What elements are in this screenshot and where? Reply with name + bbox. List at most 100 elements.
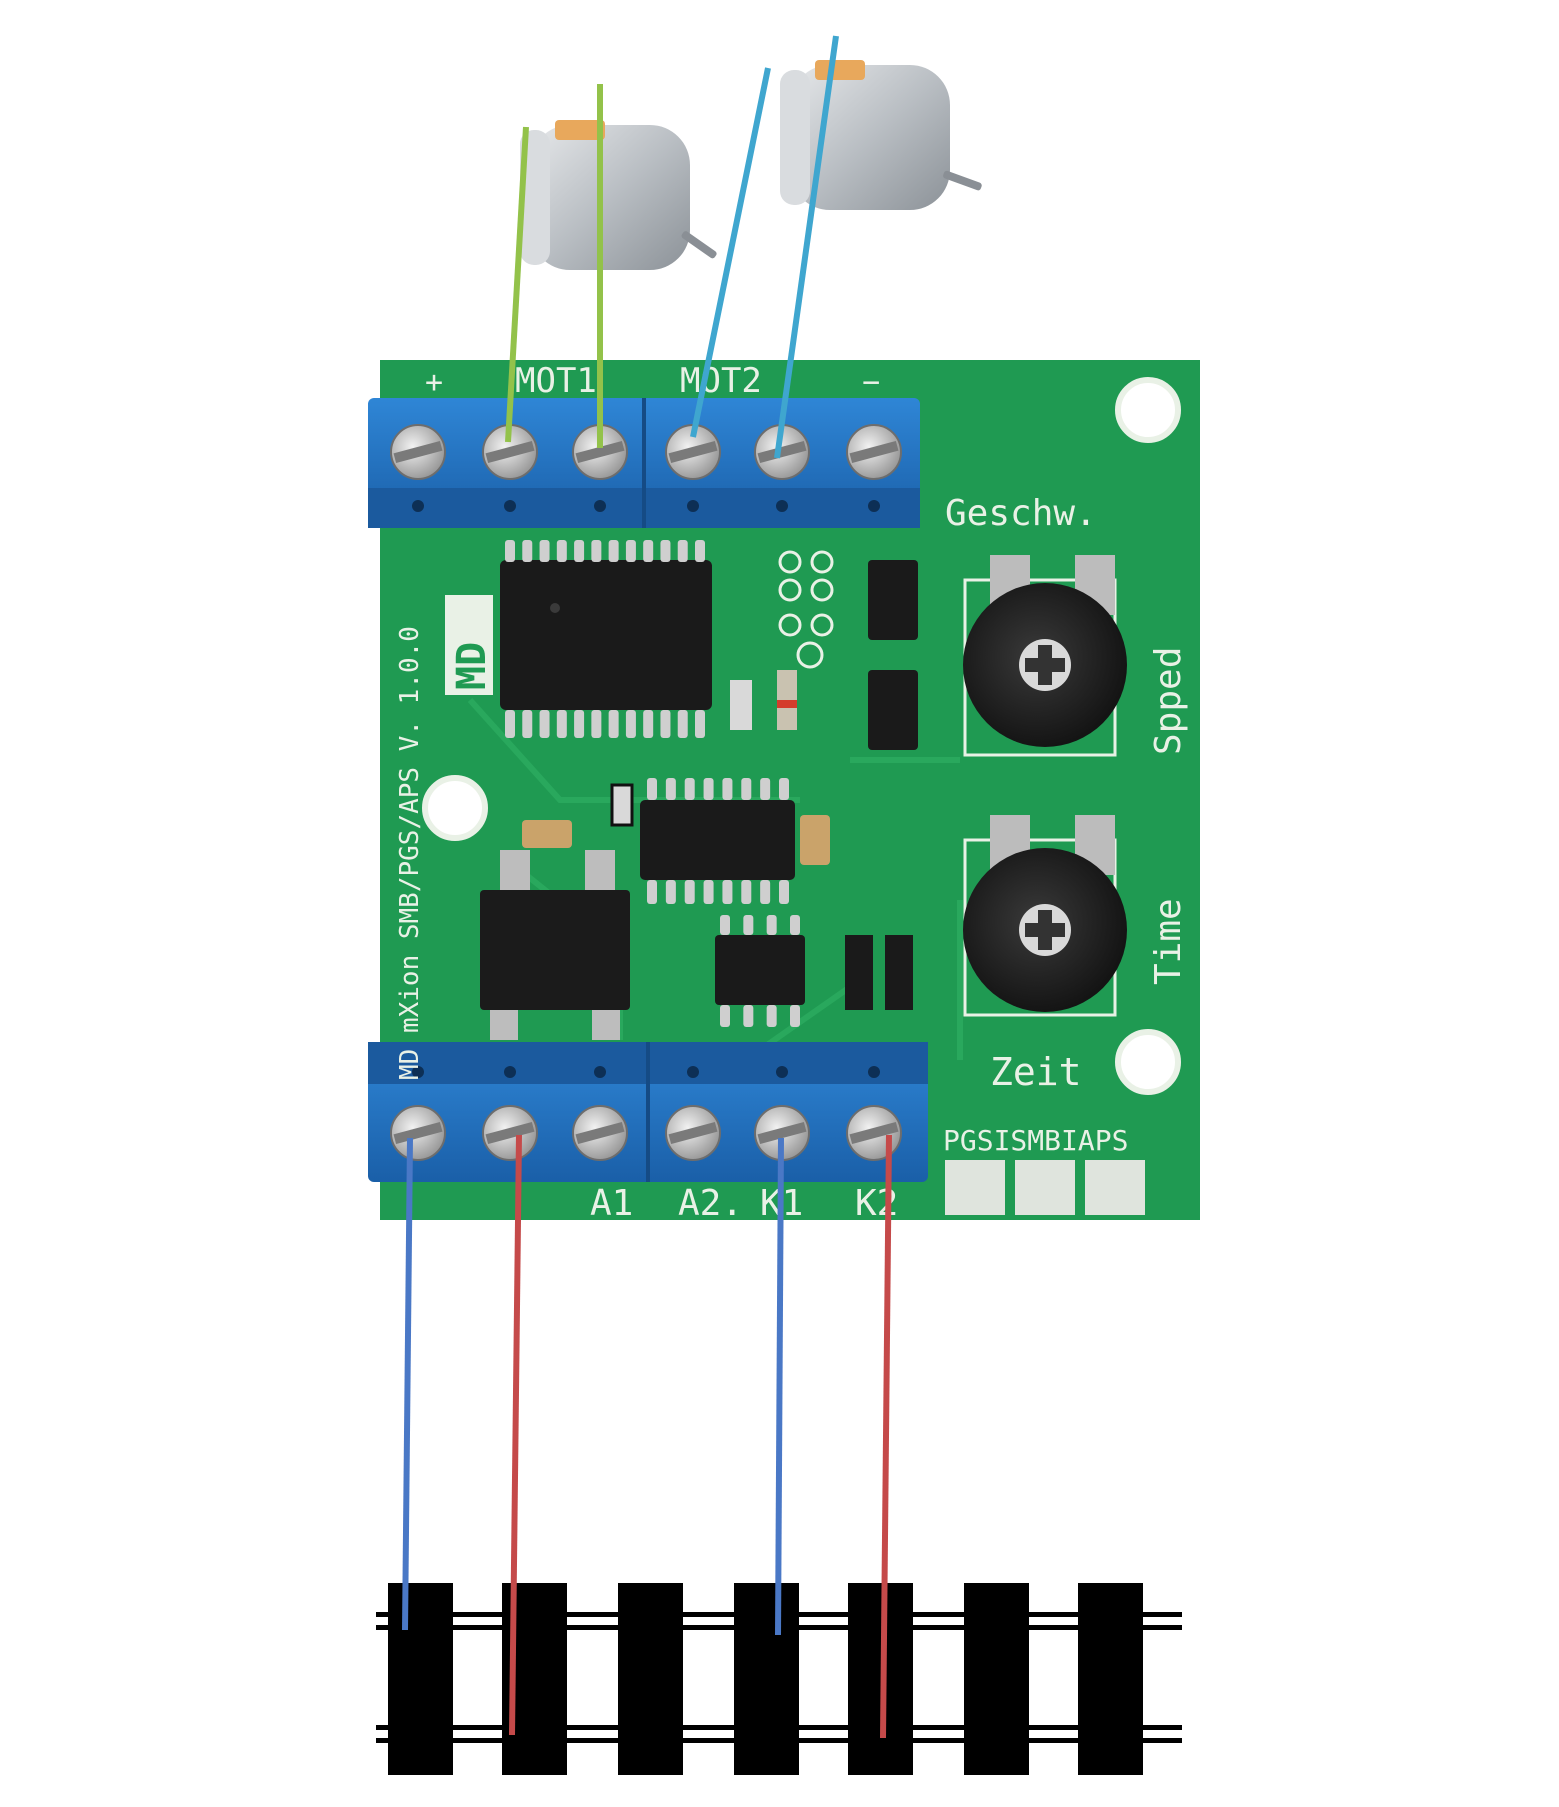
terminal-hole	[868, 1066, 880, 1078]
ic-pin	[677, 710, 688, 738]
smd-part	[610, 783, 634, 827]
ic-pin	[539, 540, 550, 562]
terminal-hole	[504, 1066, 516, 1078]
ic-pin	[741, 880, 752, 904]
speed-potentiometer[interactable]	[963, 555, 1127, 757]
ic-pin	[743, 1005, 754, 1027]
smd-part	[845, 935, 873, 1010]
ic-pin	[695, 710, 705, 738]
ic-pin	[608, 710, 619, 738]
label-spped: Spped	[1148, 647, 1189, 755]
ic-pin	[505, 710, 515, 738]
ic-pin	[556, 540, 567, 562]
label-mode: PGSISMBIAPS	[943, 1124, 1128, 1157]
ic-pin	[779, 778, 789, 800]
track-sleeper	[964, 1583, 1029, 1775]
main-ic	[500, 540, 712, 738]
mount-hole	[1115, 1029, 1181, 1095]
ic-pin	[695, 540, 705, 562]
smd-part	[522, 820, 572, 848]
label-k2: K2	[855, 1183, 898, 1224]
mount-hole	[1115, 377, 1181, 443]
track-sleeper	[734, 1583, 799, 1775]
ic-pin	[625, 540, 636, 562]
second-ic	[640, 778, 795, 904]
mode-jumper-pads[interactable]	[945, 1160, 1145, 1215]
via-holes	[778, 550, 834, 669]
label-zeit: Zeit	[990, 1050, 1082, 1094]
terminal-hole	[412, 1066, 424, 1078]
terminal-hole	[594, 1066, 606, 1078]
terminal-screw[interactable]	[482, 1066, 538, 1161]
terminal-screw[interactable]	[390, 424, 446, 512]
track	[376, 1583, 1182, 1775]
label-a2: A2.	[678, 1183, 743, 1224]
ic-pin	[665, 880, 676, 904]
label-mot2: MOT2	[680, 361, 762, 401]
label-plus: +	[425, 365, 443, 400]
board-version-text: MD mXion SMB/PGS/APS V. 1.0.0	[395, 626, 425, 1080]
ic-pin	[722, 778, 733, 800]
terminal-screw[interactable]	[572, 1066, 628, 1161]
terminal-screw[interactable]	[482, 424, 538, 512]
ic-pin	[574, 710, 585, 738]
terminal-hole	[412, 500, 424, 512]
ic-pin	[760, 880, 771, 904]
track-sleeper	[618, 1583, 683, 1775]
motor-1	[520, 120, 717, 270]
terminal-screw[interactable]	[846, 424, 902, 512]
terminal-screw[interactable]	[390, 1066, 446, 1161]
top-terminal-block	[368, 398, 920, 528]
ic-pin	[722, 880, 733, 904]
track-wires-red	[509, 1134, 892, 1739]
label-time: Time	[1148, 898, 1189, 985]
time-potentiometer[interactable]	[963, 815, 1127, 1017]
decoder-pcb: + MOT1 MOT2 −	[368, 360, 1200, 1224]
smd-part	[868, 670, 918, 750]
ic-pin	[720, 1005, 730, 1027]
ic-pin	[779, 880, 789, 904]
smd-part	[868, 560, 918, 640]
ic-pin	[574, 540, 585, 562]
ic-pin	[665, 778, 676, 800]
ic-pin	[743, 915, 754, 935]
smd-part	[885, 935, 913, 1010]
track-wires-blue	[402, 1137, 784, 1636]
terminal-hole	[868, 500, 880, 512]
ic-pin	[760, 778, 771, 800]
terminal-screw[interactable]	[665, 424, 721, 512]
ic-pin	[703, 778, 714, 800]
label-mot1: MOT1	[515, 361, 597, 401]
terminal-screw[interactable]	[665, 1066, 721, 1161]
terminal-hole	[504, 500, 516, 512]
bottom-terminal-block	[368, 1042, 928, 1182]
ic-pin	[790, 915, 800, 935]
ic-pin	[703, 880, 714, 904]
track-sleeper	[388, 1583, 453, 1775]
terminal-screw[interactable]	[754, 1066, 810, 1161]
terminal-hole	[776, 500, 788, 512]
ic-pin	[684, 880, 695, 904]
terminal-hole	[687, 500, 699, 512]
label-a1: A1	[590, 1183, 633, 1224]
top-screws	[390, 424, 902, 512]
motor2-wires	[690, 35, 839, 459]
ic-pin	[556, 710, 567, 738]
ic-pin	[522, 540, 533, 562]
ic-pin	[505, 540, 515, 562]
ic-pin	[684, 778, 695, 800]
ic-pin	[660, 540, 671, 562]
small-ic	[715, 915, 805, 1027]
ic-pin	[647, 880, 657, 904]
ic-pin	[790, 1005, 800, 1027]
mount-hole	[422, 775, 488, 841]
svg-text:MD: MD	[449, 642, 495, 690]
ic-pin	[608, 540, 619, 562]
ic-pin	[720, 915, 730, 935]
ic-pin	[766, 1005, 777, 1027]
smd-part	[730, 680, 752, 730]
ic-pin	[677, 540, 688, 562]
md-logo: MD	[445, 595, 495, 695]
